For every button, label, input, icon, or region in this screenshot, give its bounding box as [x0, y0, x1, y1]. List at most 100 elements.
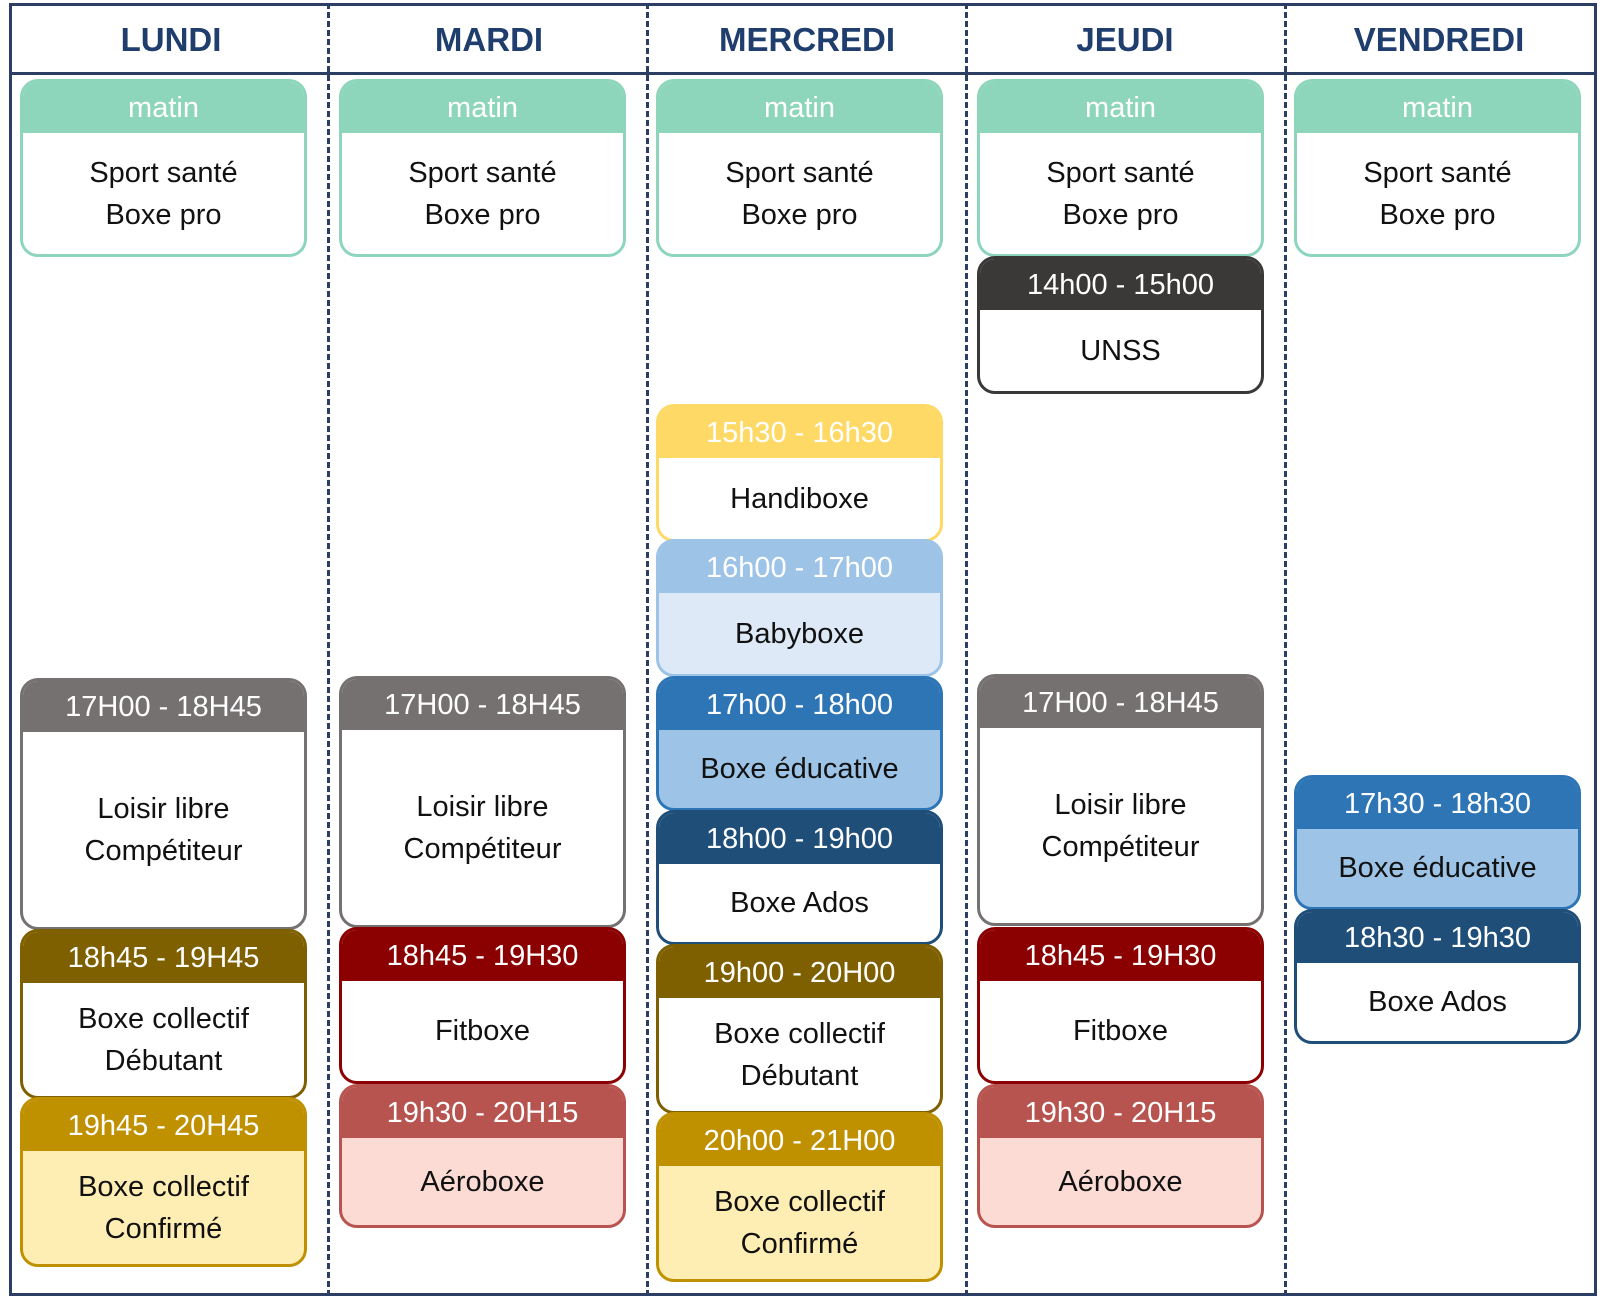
class-time: 14h00 - 15h00	[980, 259, 1261, 310]
class-name-line: Compétiteur	[84, 834, 243, 867]
class-name: Boxe Ados	[1297, 963, 1578, 1041]
class-time: matin	[1297, 82, 1578, 133]
class-name-line: Aéroboxe	[1058, 1165, 1183, 1198]
class-name-line: Boxe collectif	[714, 1017, 885, 1050]
class-name-line: UNSS	[1080, 334, 1161, 367]
class-name: Aéroboxe	[342, 1138, 623, 1225]
class-time: 19h30 - 20H15	[980, 1087, 1261, 1138]
class-time: matin	[659, 82, 940, 133]
class-name-line: Babyboxe	[735, 617, 864, 650]
class-time: 19h00 - 20H00	[659, 947, 940, 998]
day-header-vendredi: VENDREDI	[1353, 21, 1525, 58]
class-name-line: Loisir libre	[1054, 788, 1187, 821]
class-time: 20h00 - 21H00	[659, 1115, 940, 1166]
class-name: Aéroboxe	[980, 1138, 1261, 1225]
class-name-line: Boxe pro	[741, 198, 858, 231]
class-name-line: Boxe pro	[105, 198, 222, 231]
class-name-line: Boxe pro	[1062, 198, 1179, 231]
day-header-lundi: LUNDI	[120, 21, 222, 58]
class-name-line: Boxe pro	[1379, 198, 1496, 231]
class-time: 18h45 - 19H45	[23, 932, 304, 983]
class-name-line: Boxe pro	[424, 198, 541, 231]
class-time: 19h45 - 20H45	[23, 1100, 304, 1151]
class-time: matin	[23, 82, 304, 133]
class-name-line: Loisir libre	[97, 792, 230, 825]
class-name: Handiboxe	[659, 458, 940, 539]
class-time: 19h30 - 20H15	[342, 1087, 623, 1138]
header-divider	[9, 72, 1597, 75]
schedule-frame	[9, 3, 1597, 1296]
class-time: 18h00 - 19h00	[659, 813, 940, 864]
class-time: 17h00 - 18h00	[659, 679, 940, 730]
class-name-line: Boxe collectif	[714, 1185, 885, 1218]
class-name-line: Boxe collectif	[78, 1002, 249, 1035]
class-time: 17H00 - 18H45	[980, 677, 1261, 728]
class-name-line: Fitboxe	[434, 1015, 531, 1047]
class-name-line: Boxe Ados	[1368, 986, 1507, 1018]
class-name-line: Loisir libre	[416, 790, 549, 823]
class-name-line: Boxe éducative	[700, 753, 899, 785]
class-name-line: Sport santé	[1046, 156, 1195, 189]
class-name-line: Compétiteur	[403, 832, 562, 865]
class-name: Fitboxe	[342, 981, 623, 1081]
class-time: 15h30 - 16h30	[659, 407, 940, 458]
class-time: 18h45 - 19H30	[980, 930, 1261, 981]
class-name-line: Sport santé	[89, 156, 238, 189]
class-name: Fitboxe	[980, 981, 1261, 1081]
class-name: Babyboxe	[659, 593, 940, 674]
class-name-line: Boxe collectif	[78, 1170, 249, 1203]
class-name-line: Handiboxe	[730, 482, 869, 515]
day-header-mercredi: MERCREDI	[718, 21, 895, 58]
class-name-line: Débutant	[104, 1044, 223, 1077]
day-header-jeudi: JEUDI	[1076, 21, 1174, 58]
class-name-line: Sport santé	[408, 156, 557, 189]
class-name-line: Confirmé	[740, 1227, 859, 1260]
column-divider	[965, 3, 968, 1296]
column-divider	[1284, 3, 1287, 1296]
class-name-line: Aéroboxe	[420, 1165, 545, 1198]
class-time: 18h45 - 19H30	[342, 930, 623, 981]
class-name-line: Confirmé	[104, 1212, 223, 1245]
class-name: UNSS	[980, 310, 1261, 391]
class-time: 17H00 - 18H45	[342, 679, 623, 730]
class-name-line: Sport santé	[725, 156, 874, 189]
day-header-mardi: MARDI	[434, 21, 544, 58]
class-name-line: Sport santé	[1363, 156, 1512, 189]
class-time: 16h00 - 17h00	[659, 542, 940, 593]
column-divider	[327, 3, 330, 1296]
class-time: matin	[980, 82, 1261, 133]
class-name-line: Compétiteur	[1041, 830, 1200, 863]
class-name-line: Boxe Ados	[730, 887, 869, 919]
column-divider	[646, 3, 649, 1296]
